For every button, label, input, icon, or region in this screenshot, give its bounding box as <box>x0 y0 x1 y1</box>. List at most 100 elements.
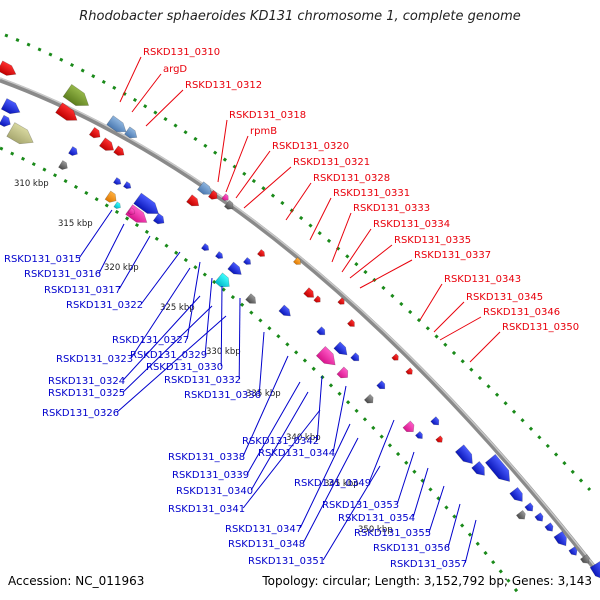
reverse-gene-arrow[interactable] <box>544 522 555 534</box>
forward-gene-arrow[interactable] <box>454 444 476 467</box>
reverse-gene-arrow[interactable] <box>316 326 328 338</box>
reverse-gene-label[interactable]: RSKD131_0340 <box>176 486 253 497</box>
forward-gene-arrow[interactable] <box>391 353 400 362</box>
reverse-gene-arrow[interactable] <box>0 98 23 117</box>
reverse-gene-arrow[interactable] <box>568 546 579 558</box>
reverse-gene-label[interactable]: RSKD131_0357 <box>390 559 467 570</box>
forward-gene-label[interactable]: RSKD131_0312 <box>185 80 262 91</box>
forward-gene-arrow[interactable] <box>88 127 102 140</box>
forward-gene-label[interactable]: RSKD131_0337 <box>414 250 491 261</box>
reverse-gene-label[interactable]: RSKD131_0324 <box>48 376 125 387</box>
reverse-gene-label[interactable]: RSKD131_0330 <box>146 362 223 373</box>
reverse-gene-label[interactable]: RSKD131_0316 <box>24 269 101 280</box>
reverse-gene-label[interactable]: RSKD131_0332 <box>164 375 241 386</box>
forward-gene-label[interactable]: RSKD131_0343 <box>444 274 521 285</box>
reverse-gene-arrow[interactable] <box>245 293 259 307</box>
reverse-gene-label[interactable]: RSKD131_0329 <box>130 350 207 361</box>
forward-gene-arrow[interactable] <box>196 181 214 198</box>
reverse-gene-label[interactable]: RSKD131_0323 <box>56 354 133 365</box>
reverse-gene-label[interactable]: RSKD131_0327 <box>112 335 189 346</box>
forward-gene-arrow[interactable] <box>346 318 356 328</box>
reverse-gene-arrow[interactable] <box>509 486 526 504</box>
forward-gene-arrow[interactable] <box>0 60 19 79</box>
reverse-gene-label[interactable]: RSKD131_0338 <box>168 452 245 463</box>
reverse-gene-arrow[interactable] <box>336 366 351 381</box>
forward-gene-arrow[interactable] <box>223 199 235 211</box>
reverse-gene-arrow[interactable] <box>133 192 163 219</box>
reverse-gene-arrow[interactable] <box>200 243 210 252</box>
reverse-gene-arrow[interactable] <box>113 177 122 187</box>
reverse-gene-arrow[interactable] <box>534 512 545 524</box>
reverse-gene-arrow[interactable] <box>415 430 424 440</box>
forward-gene-label[interactable]: RSKD131_0320 <box>272 141 349 152</box>
forward-gene-arrow[interactable] <box>55 102 81 125</box>
reverse-gene-label[interactable]: RSKD131_0317 <box>44 285 121 296</box>
reverse-gene-arrow[interactable] <box>123 181 132 191</box>
reverse-gene-arrow[interactable] <box>376 380 388 392</box>
reverse-gene-label[interactable]: RSKD131_0342 <box>242 436 319 447</box>
forward-gene-label[interactable]: RSKD131_0350 <box>502 322 579 333</box>
forward-gene-label[interactable]: RSKD131_0334 <box>373 219 450 230</box>
forward-gene-arrow[interactable] <box>186 194 202 209</box>
reverse-gene-arrow[interactable] <box>227 261 245 278</box>
reverse-gene-arrow[interactable] <box>589 560 600 583</box>
forward-gene-label[interactable]: RSKD131_0331 <box>333 188 410 199</box>
forward-gene-arrow[interactable] <box>113 145 127 158</box>
forward-gene-label[interactable]: RSKD131_0318 <box>229 110 306 121</box>
forward-gene-label[interactable]: RSKD131_0333 <box>353 203 430 214</box>
forward-gene-arrow[interactable] <box>292 257 302 266</box>
reverse-gene-label[interactable]: RSKD131_0354 <box>338 513 415 524</box>
reverse-gene-label[interactable]: RSKD131_0325 <box>48 388 125 399</box>
reverse-gene-label[interactable]: RSKD131_0348 <box>228 539 305 550</box>
forward-gene-arrow[interactable] <box>106 115 130 137</box>
reverse-gene-arrow[interactable] <box>127 207 136 216</box>
reverse-gene-label[interactable]: RSKD131_0336 <box>184 390 261 401</box>
reverse-gene-label[interactable]: RSKD131_0355 <box>354 528 431 539</box>
reverse-gene-label[interactable]: RSKD131_0339 <box>172 470 249 481</box>
forward-gene-label[interactable]: argD <box>163 64 187 75</box>
forward-gene-label[interactable]: RSKD131_0345 <box>466 292 543 303</box>
forward-gene-arrow[interactable] <box>303 287 317 301</box>
forward-gene-arrow[interactable] <box>579 553 591 565</box>
reverse-gene-arrow[interactable] <box>402 420 417 435</box>
forward-gene-arrow[interactable] <box>124 126 140 141</box>
forward-gene-arrow[interactable] <box>471 461 489 478</box>
reverse-gene-arrow[interactable] <box>484 453 514 485</box>
reverse-gene-arrow[interactable] <box>104 190 119 205</box>
reverse-gene-arrow[interactable] <box>6 122 38 150</box>
reverse-gene-arrow[interactable] <box>315 345 339 369</box>
forward-gene-arrow[interactable] <box>221 193 230 202</box>
forward-gene-arrow[interactable] <box>98 137 116 154</box>
reverse-gene-label[interactable]: RSKD131_0356 <box>373 543 450 554</box>
reverse-gene-arrow[interactable] <box>430 416 442 428</box>
forward-gene-arrow[interactable] <box>405 367 414 376</box>
forward-gene-label[interactable]: rpmB <box>250 126 277 137</box>
reverse-gene-label[interactable]: RSKD131_0347 <box>225 524 302 535</box>
reverse-gene-label[interactable]: RSKD131_0315 <box>4 254 81 265</box>
forward-gene-arrow[interactable] <box>256 249 266 258</box>
reverse-gene-arrow[interactable] <box>333 341 350 358</box>
reverse-gene-arrow[interactable] <box>553 530 570 548</box>
forward-gene-label[interactable]: RSKD131_0335 <box>394 235 471 246</box>
forward-gene-label[interactable]: RSKD131_0310 <box>143 47 220 58</box>
forward-gene-label[interactable]: RSKD131_0321 <box>293 157 370 168</box>
reverse-gene-arrow[interactable] <box>214 251 224 260</box>
reverse-gene-arrow[interactable] <box>68 146 79 157</box>
reverse-gene-arrow[interactable] <box>242 257 252 266</box>
reverse-gene-arrow[interactable] <box>350 352 362 364</box>
reverse-gene-label[interactable]: RSKD131_0341 <box>168 504 245 515</box>
forward-gene-arrow[interactable] <box>207 189 219 201</box>
reverse-gene-label[interactable]: RSKD131_0326 <box>42 408 119 419</box>
forward-gene-arrow[interactable] <box>313 295 322 304</box>
reverse-gene-arrow[interactable] <box>152 213 166 226</box>
reverse-gene-label[interactable]: RSKD131_0351 <box>248 556 325 567</box>
reverse-gene-arrow[interactable] <box>278 304 293 319</box>
reverse-gene-label[interactable]: RSKD131_0344 <box>258 448 335 459</box>
reverse-gene-arrow[interactable] <box>515 509 527 521</box>
reverse-gene-arrow[interactable] <box>58 160 69 171</box>
reverse-gene-arrow[interactable] <box>214 272 233 291</box>
reverse-gene-label[interactable]: RSKD131_0353 <box>322 500 399 511</box>
reverse-gene-arrow[interactable] <box>524 502 535 514</box>
reverse-gene-arrow[interactable] <box>113 201 122 210</box>
forward-gene-arrow[interactable] <box>435 435 444 444</box>
